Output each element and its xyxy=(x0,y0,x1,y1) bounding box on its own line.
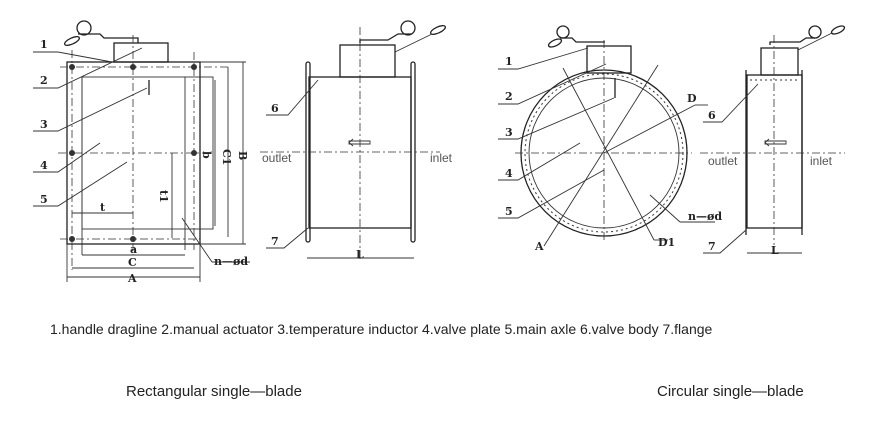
handle-ball-icon xyxy=(556,25,570,39)
dim-b: b xyxy=(200,151,213,159)
dim-t: t xyxy=(100,201,106,214)
handle-grip-icon xyxy=(429,25,447,35)
parts-legend: 1.handle dragline 2.manual actuator 3.te… xyxy=(50,321,713,337)
dim-c1: C1 xyxy=(220,149,233,165)
callout-5: 5 xyxy=(505,205,513,218)
circ-side-view: 6 7 L outlet inlet xyxy=(700,25,846,257)
dim-D1: D1 xyxy=(658,236,675,249)
dim-B: B xyxy=(236,151,249,160)
dim-A: A xyxy=(127,272,137,285)
callout-7: 7 xyxy=(271,235,279,248)
dim-A: A xyxy=(534,240,544,253)
handle-grip-icon xyxy=(63,36,81,46)
rect-side-view: 6 7 L outlet inlet xyxy=(260,20,453,262)
callout-1: 1 xyxy=(40,38,48,51)
handle-ball-icon xyxy=(808,25,822,39)
manual-actuator xyxy=(586,45,632,74)
callout-4: 4 xyxy=(40,159,48,172)
dim-L: L xyxy=(356,248,364,261)
callout-2: 2 xyxy=(505,90,513,103)
callout-1: 1 xyxy=(505,55,513,68)
flow-arrow-icon xyxy=(764,138,787,147)
dim-a: a xyxy=(130,243,137,256)
callout-6: 6 xyxy=(708,109,716,122)
dim-hole: n—ød xyxy=(214,255,248,268)
callout-5: 5 xyxy=(40,193,48,206)
callout-7: 7 xyxy=(708,240,716,253)
callout-2: 2 xyxy=(40,74,48,87)
dim-D: D xyxy=(687,92,697,105)
handle-ball-icon xyxy=(400,20,416,36)
circ-front-view: 1 2 3 4 5 D D1 A n—ød xyxy=(498,25,722,253)
manual-actuator xyxy=(113,42,169,63)
title-circular: Circular single—blade xyxy=(657,383,804,400)
manual-actuator xyxy=(760,47,799,76)
callout-3: 3 xyxy=(505,126,513,139)
callout-6: 6 xyxy=(271,102,279,115)
title-rectangular: Rectangular single—blade xyxy=(126,383,302,400)
inlet-label: inlet xyxy=(430,151,453,165)
manual-actuator xyxy=(339,44,396,78)
inlet-label: inlet xyxy=(810,154,833,168)
flow-arrow-icon xyxy=(348,138,371,147)
flange-frame xyxy=(66,61,201,245)
handle-grip-icon xyxy=(547,38,563,48)
rect-front-view: 1 2 3 4 5 b C1 B t1 t a C A n—ød xyxy=(33,20,250,285)
dim-t1: t1 xyxy=(157,190,170,203)
valve-body xyxy=(746,74,803,229)
outlet-label: outlet xyxy=(262,151,292,165)
handle-grip-icon xyxy=(830,25,846,35)
outlet-label: outlet xyxy=(708,154,738,168)
dim-C: C xyxy=(128,256,137,269)
dim-hole: n—ød xyxy=(688,210,722,223)
dim-L: L xyxy=(771,244,779,257)
callout-3: 3 xyxy=(40,118,48,131)
handle-ball-icon xyxy=(76,20,92,36)
callout-4: 4 xyxy=(505,167,513,180)
